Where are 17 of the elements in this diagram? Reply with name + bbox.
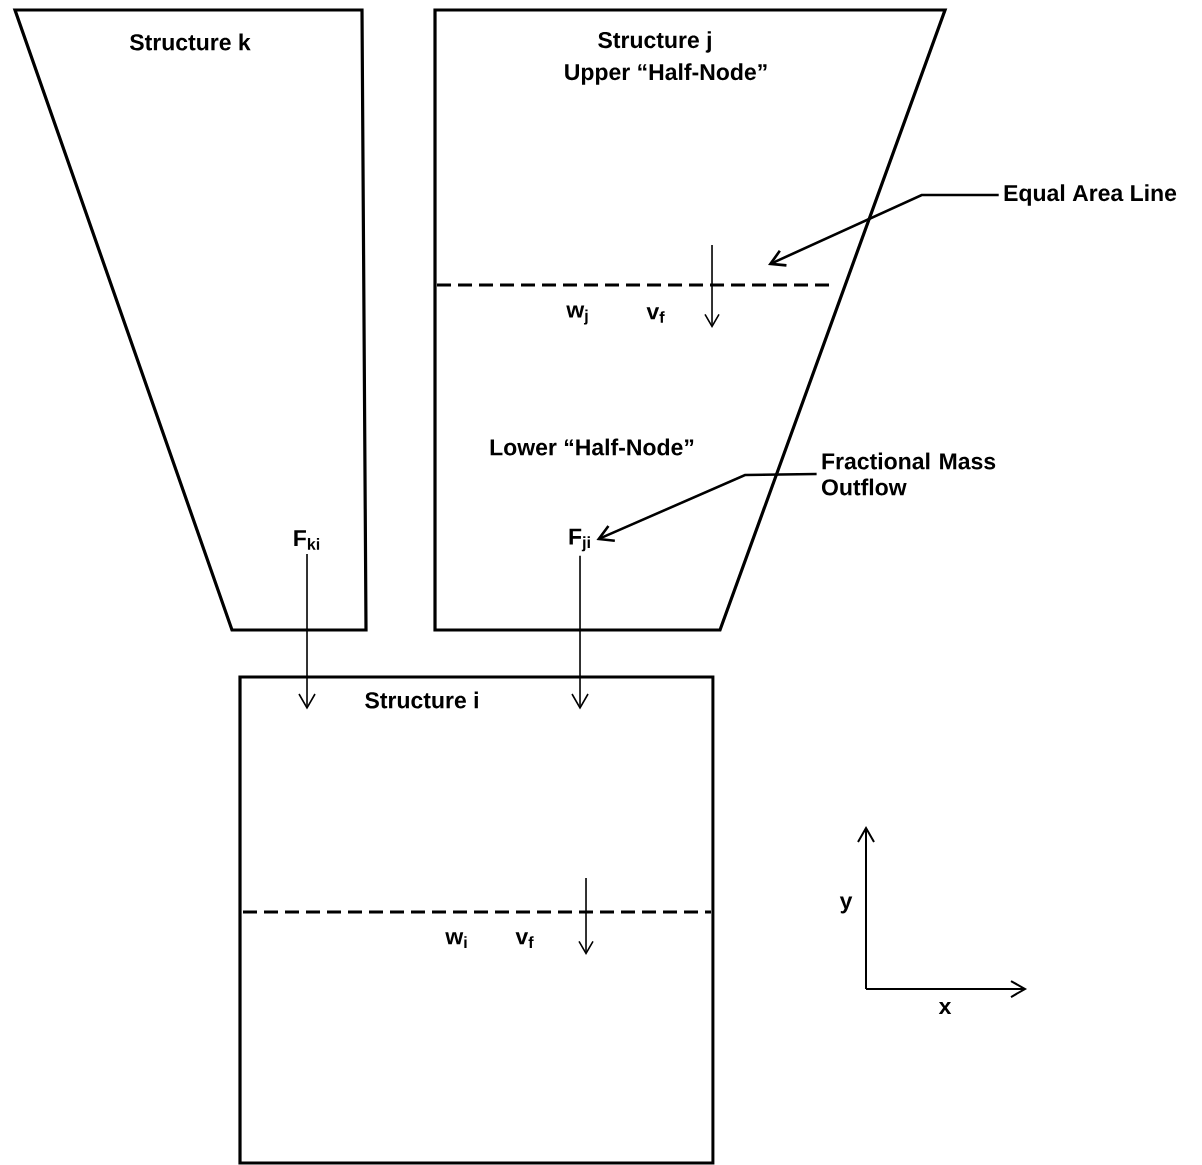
arrow	[298, 553, 316, 710]
symbol-label: w$_{j}$	[566, 305, 588, 325]
text-label: F$_{ki}$	[294, 530, 320, 550]
axis-label: x	[938, 1001, 952, 1015]
node-label: Lower “Half-Node”	[490, 438, 694, 456]
symbol-label: v$_{f}$	[646, 307, 665, 323]
text-label: Fractional Mass Outflow	[821, 452, 996, 496]
leader-line	[768, 193, 999, 267]
axis-label: y	[839, 896, 853, 914]
arrow	[571, 555, 589, 710]
symbol-label: w$_{i}$	[445, 932, 467, 948]
node-label: Structure j	[598, 31, 711, 53]
symbol-label: v$_{f}$	[515, 932, 534, 948]
text-label: Equal Area Line	[1004, 184, 1177, 206]
leader-line	[596, 472, 817, 542]
text-label: F$_{ji}$	[569, 528, 590, 552]
node-label: Upper “Half-Node”	[565, 63, 767, 85]
